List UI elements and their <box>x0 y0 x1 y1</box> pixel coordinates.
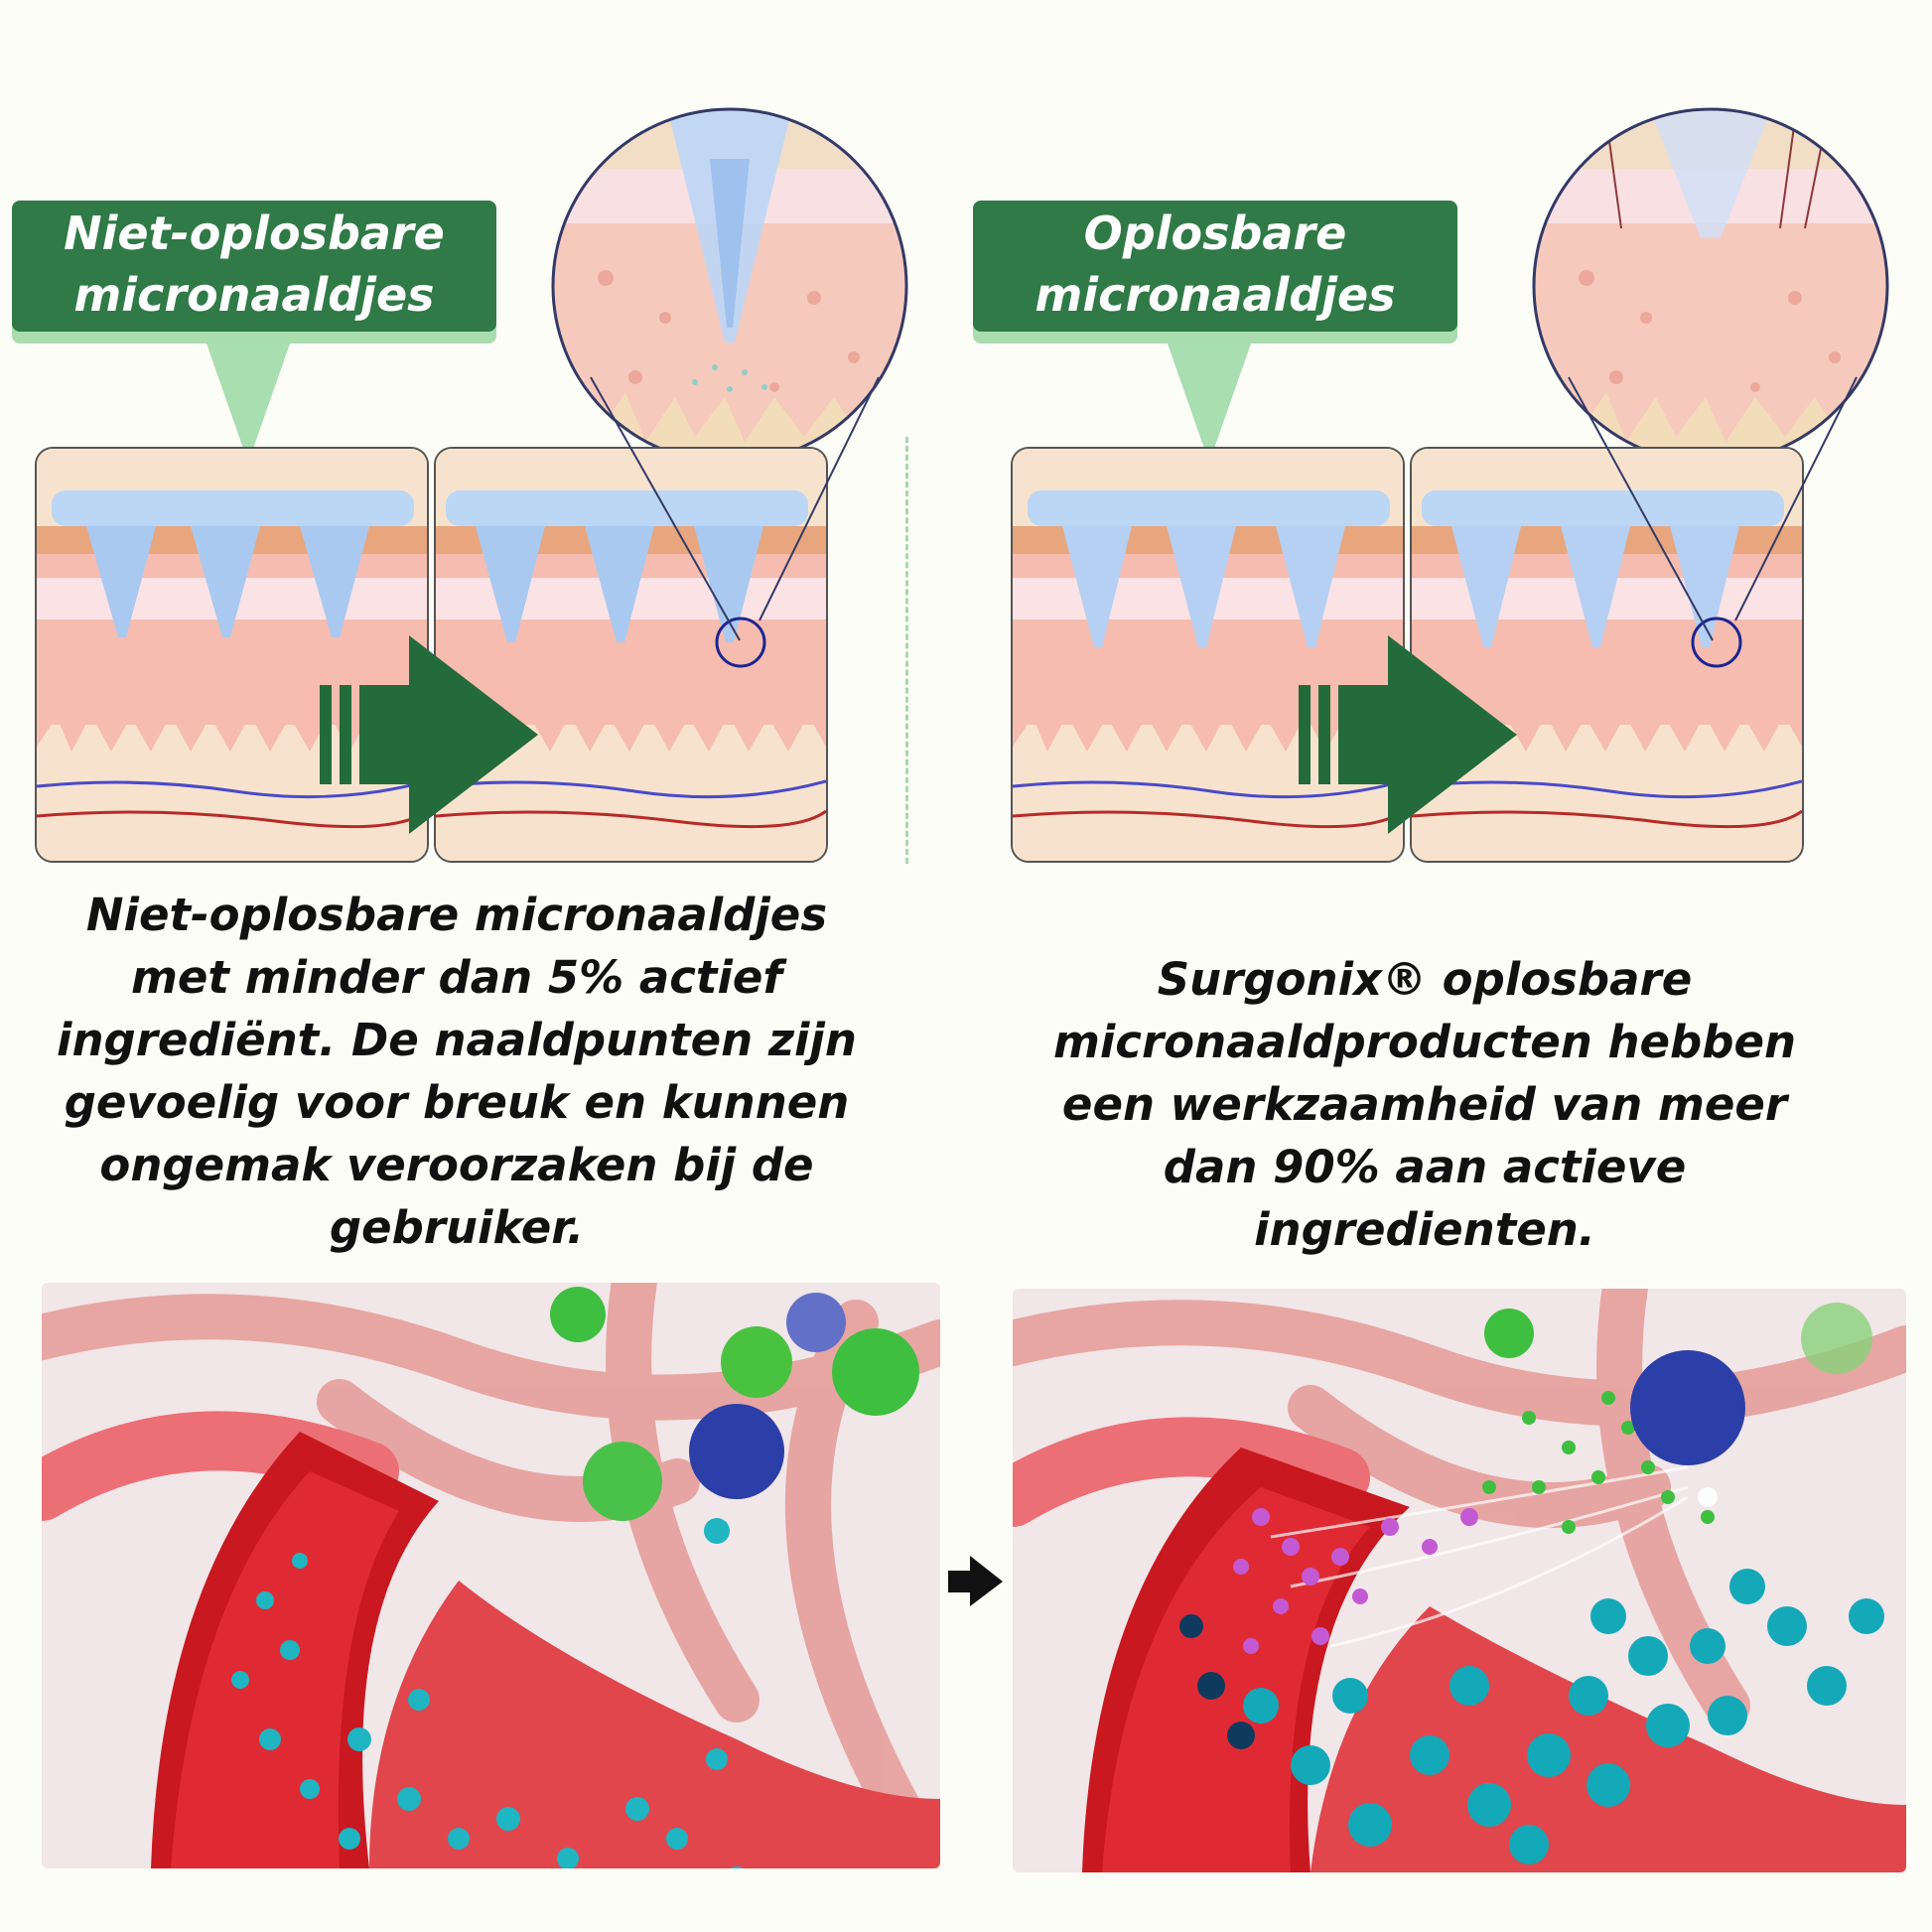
right-caption-line-4: dan 90% aan actieve <box>1163 1141 1687 1193</box>
left-skin-panel-1 <box>35 447 429 863</box>
left-caption-line-5: ongemak veroorzaken bij de <box>99 1139 814 1191</box>
right-caption-line-5: ingredienten. <box>1254 1203 1595 1256</box>
left-magnifier <box>551 107 908 465</box>
left-caption-line-2: met minder dan 5% actief <box>131 951 782 1004</box>
right-vessel-illustration <box>1013 1289 1906 1872</box>
left-vessel-illustration <box>42 1283 940 1868</box>
right-label-line-2: micronaaldjes <box>1035 268 1396 322</box>
transition-arrow-icon <box>948 1556 1003 1606</box>
left-caption-line-4: gevoelig voor breuk en kunnen <box>64 1076 850 1129</box>
center-divider <box>905 437 908 864</box>
right-label: Oplosbare micronaaldjes <box>973 201 1457 332</box>
right-skin-panel-2 <box>1410 447 1804 863</box>
left-label-pointer <box>207 344 290 463</box>
left-label: Niet-oplosbare micronaaldjes <box>12 201 496 332</box>
right-caption-line-1: Surgonix® oplosbare <box>1157 953 1693 1006</box>
right-arrow-icon <box>1299 635 1517 834</box>
left-caption: Niet-oplosbare micronaaldjes met minder … <box>20 884 894 1259</box>
right-label-line-1: Oplosbare <box>1083 207 1347 260</box>
right-caption-line-2: micronaaldproducten hebben <box>1052 1016 1796 1068</box>
right-caption-line-3: een werkzaamheid van meer <box>1061 1078 1788 1131</box>
right-label-pointer <box>1168 344 1251 463</box>
left-label-line-1: Niet-oplosbare <box>64 207 445 260</box>
left-skin-panel-2 <box>434 447 828 863</box>
left-label-line-2: micronaaldjes <box>73 268 435 322</box>
left-arrow-icon <box>320 635 538 834</box>
right-magnifier <box>1532 107 1889 465</box>
right-caption: Surgonix® oplosbare micronaaldproducten … <box>993 948 1857 1261</box>
left-caption-line-6: gebruiker. <box>329 1201 585 1254</box>
right-skin-panel-1 <box>1011 447 1405 863</box>
left-caption-line-3: ingrediënt. De naaldpunten zijn <box>57 1014 857 1066</box>
magnifier-lines <box>590 376 1858 641</box>
left-caption-line-1: Niet-oplosbare micronaaldjes <box>85 889 828 941</box>
